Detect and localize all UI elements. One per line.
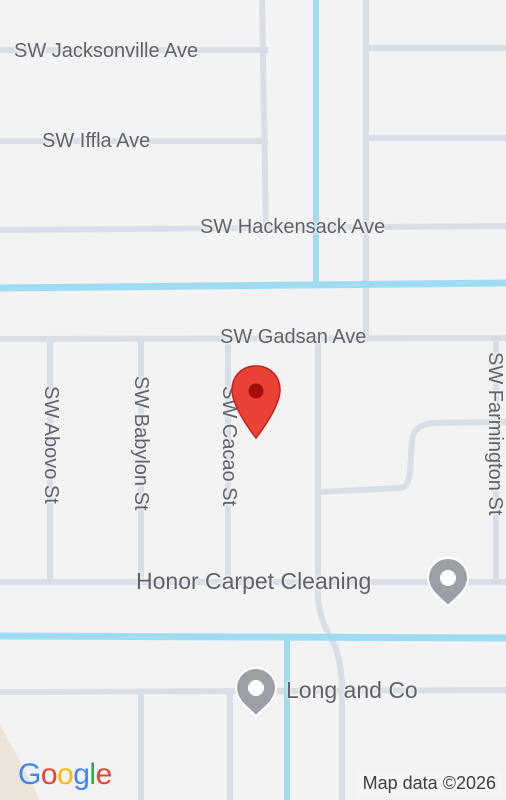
- road-hackensack: [0, 223, 506, 233]
- street-label-farmington: SW Farmington St: [484, 352, 506, 516]
- road-gadsan: [0, 335, 506, 342]
- street-label-iffla: SW Iffla Ave: [42, 130, 151, 152]
- map-corner-area: [0, 725, 40, 800]
- road-curve: [319, 419, 506, 495]
- logo-letter: o: [57, 758, 74, 791]
- poi-marker-icon[interactable]: [234, 666, 278, 718]
- logo-letter: g: [73, 758, 90, 791]
- street-label-babylon: SW Babylon St: [130, 376, 152, 511]
- street-label-hackensack: SW Hackensack Ave: [200, 216, 386, 238]
- poi-marker-icon[interactable]: [426, 556, 470, 608]
- street-label-gadsan: SW Gadsan Ave: [220, 326, 367, 348]
- logo-letter: G: [18, 758, 41, 791]
- road-major-horizontal-2: [0, 632, 506, 642]
- road-west-vertical: [259, 0, 269, 231]
- map-attribution[interactable]: Map data ©2026: [356, 771, 502, 796]
- logo-letter: o: [40, 758, 58, 791]
- location-pin-icon[interactable]: [230, 364, 282, 440]
- street-label-abovo: SW Abovo St: [40, 386, 62, 504]
- street-label-jacksonville: SW Jacksonville Ave: [14, 40, 199, 62]
- logo-letter: l: [89, 758, 96, 791]
- poi-label-long[interactable]: Long and Co: [286, 677, 418, 703]
- road-major-horizontal-1: [0, 279, 506, 292]
- logo-letter: e: [95, 758, 113, 791]
- google-logo: Google: [18, 758, 112, 792]
- poi-label-honor[interactable]: Honor Carpet Cleaning: [136, 568, 372, 594]
